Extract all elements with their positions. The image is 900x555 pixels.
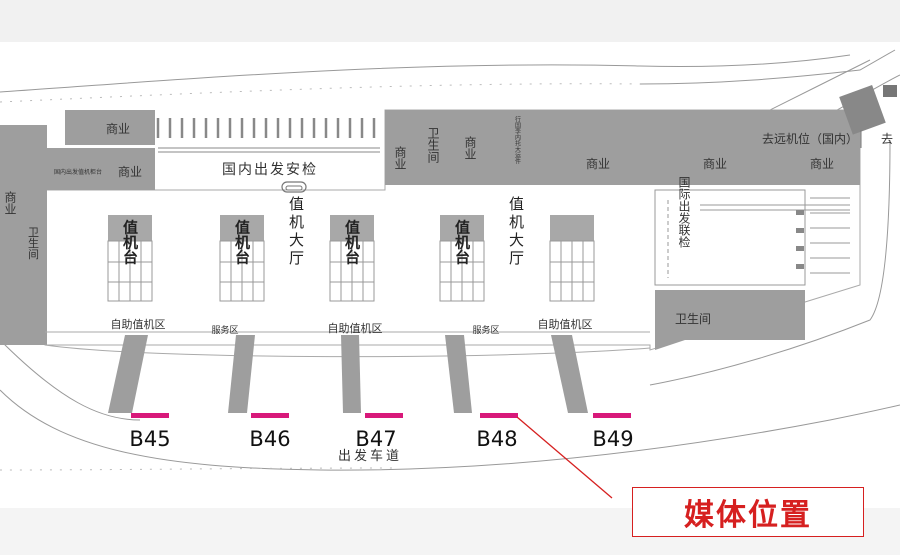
label-counter-4: 值机台 [453,219,471,266]
label-shangye-2: 商业 [118,164,142,179]
gate-label-b48: B48 [476,427,517,451]
counter-group-3 [329,215,375,302]
gate-label-b47: B47 [355,427,396,451]
label-service-2: 服务区 [472,324,499,336]
label-baggage: 行国李内托大运件 [514,115,521,165]
shop-block-1 [65,110,155,145]
label-stall: 国内出发值机柜台 [54,168,102,176]
label-remote-stand: 去远机位（国内） [762,131,858,146]
label-counter-3: 值机台 [343,219,361,266]
label-departure-road: 出发车道 [338,448,402,464]
label-domestic-security: 国内出发安检 [222,162,318,178]
media-position-callout: 媒体位置 [632,487,864,537]
label-shangye-5: 商业 [810,156,834,171]
media-marker-b49[interactable] [593,413,631,418]
intl-check-area [654,189,806,286]
shop-block-left [0,125,47,345]
remote-stand-building [839,85,886,135]
label-shangye-4: 商业 [703,156,727,171]
counter-group-1 [107,215,153,302]
callout-leader-line [516,416,613,499]
label-shangye-3: 商业 [586,156,610,171]
label-self-service-2: 自助值机区 [328,321,383,335]
label-shangye-v1: 商业 [393,145,407,170]
top-band [0,0,900,42]
media-marker-b45[interactable] [131,413,169,418]
label-counter-1: 值机台 [121,219,139,266]
label-weishengjian-right: 卫生间 [675,312,711,326]
label-remote-stand-cut: 去 [881,132,893,146]
security-lanes [156,118,376,138]
label-shangye-left: 商业 [3,190,17,215]
label-weishengjian-left: 卫生间 [27,227,40,261]
label-intl-check: 国际出发联检 [677,176,691,248]
gate-label-b45: B45 [129,427,170,451]
label-hall-1: 值机大厅 [287,196,305,268]
entrance-ramps [108,335,588,413]
gate-label-b49: B49 [592,427,633,451]
label-shangye-1: 商业 [106,121,130,136]
shop-block-2 [47,148,155,190]
label-weishengjian-v1: 卫生间 [426,127,440,163]
label-shangye-v2: 商业 [463,135,477,160]
label-self-service-3: 自助值机区 [538,317,593,331]
counter-group-4 [439,215,485,302]
media-marker-b47[interactable] [365,413,403,418]
label-service-1: 服务区 [211,324,238,336]
callout-label: 媒体位置 [684,498,812,533]
media-marker-b48[interactable] [480,413,518,418]
gate-label-b46: B46 [249,427,290,451]
label-self-service-1: 自助值机区 [111,317,166,331]
counter-group-5 [549,215,595,302]
label-hall-2: 值机大厅 [507,196,525,268]
media-marker-b46[interactable] [251,413,289,418]
label-counter-2: 值机台 [233,219,251,266]
shop-band-right [385,110,860,185]
security-gate-icon [281,181,307,193]
counter-group-2 [219,215,265,302]
